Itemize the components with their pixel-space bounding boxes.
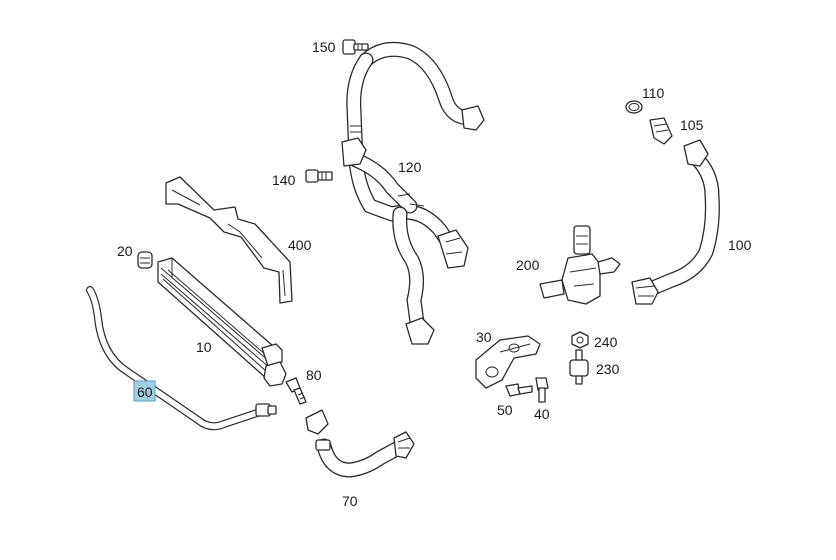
label-140: 140 <box>272 172 296 188</box>
label-150: 150 <box>312 39 336 55</box>
part-150-bolt[interactable] <box>342 39 369 55</box>
part-230-mount[interactable] <box>569 349 589 385</box>
label-230: 230 <box>596 361 620 377</box>
part-100-right-hose[interactable] <box>631 139 720 305</box>
part-240-nut[interactable] <box>571 331 589 349</box>
part-50-bolt[interactable] <box>505 383 533 397</box>
part-105-connector[interactable] <box>649 117 673 145</box>
label-20: 20 <box>117 243 133 259</box>
label-10: 10 <box>196 339 212 355</box>
label-40: 40 <box>534 406 550 422</box>
part-140-bolt[interactable] <box>305 169 333 183</box>
label-50: 50 <box>497 402 513 418</box>
highlight-60 <box>133 380 156 402</box>
label-120: 120 <box>398 159 422 175</box>
label-110: 110 <box>642 85 665 101</box>
label-100: 100 <box>728 237 752 253</box>
label-30: 30 <box>476 329 492 345</box>
part-400-heat-shield[interactable] <box>165 176 293 304</box>
label-200: 200 <box>516 257 540 273</box>
part-10-oil-cooler[interactable] <box>157 257 287 387</box>
label-400: 400 <box>288 237 312 253</box>
label-105: 105 <box>680 117 704 133</box>
part-70-lower-hose[interactable] <box>305 409 415 478</box>
label-240: 240 <box>594 334 618 350</box>
part-120-upper-hose[interactable] <box>341 41 485 345</box>
part-80-bolt[interactable] <box>285 377 307 405</box>
label-60: 60 <box>137 384 153 400</box>
part-110-o-ring[interactable] <box>625 100 643 114</box>
part-200-valve[interactable] <box>539 225 621 305</box>
part-60-cooler-line[interactable] <box>86 286 277 431</box>
label-70: 70 <box>342 493 358 509</box>
part-30-bracket[interactable] <box>475 335 541 389</box>
label-80: 80 <box>306 367 322 383</box>
part-20-grommet[interactable] <box>137 251 153 269</box>
part-40-bolt[interactable] <box>535 377 549 403</box>
